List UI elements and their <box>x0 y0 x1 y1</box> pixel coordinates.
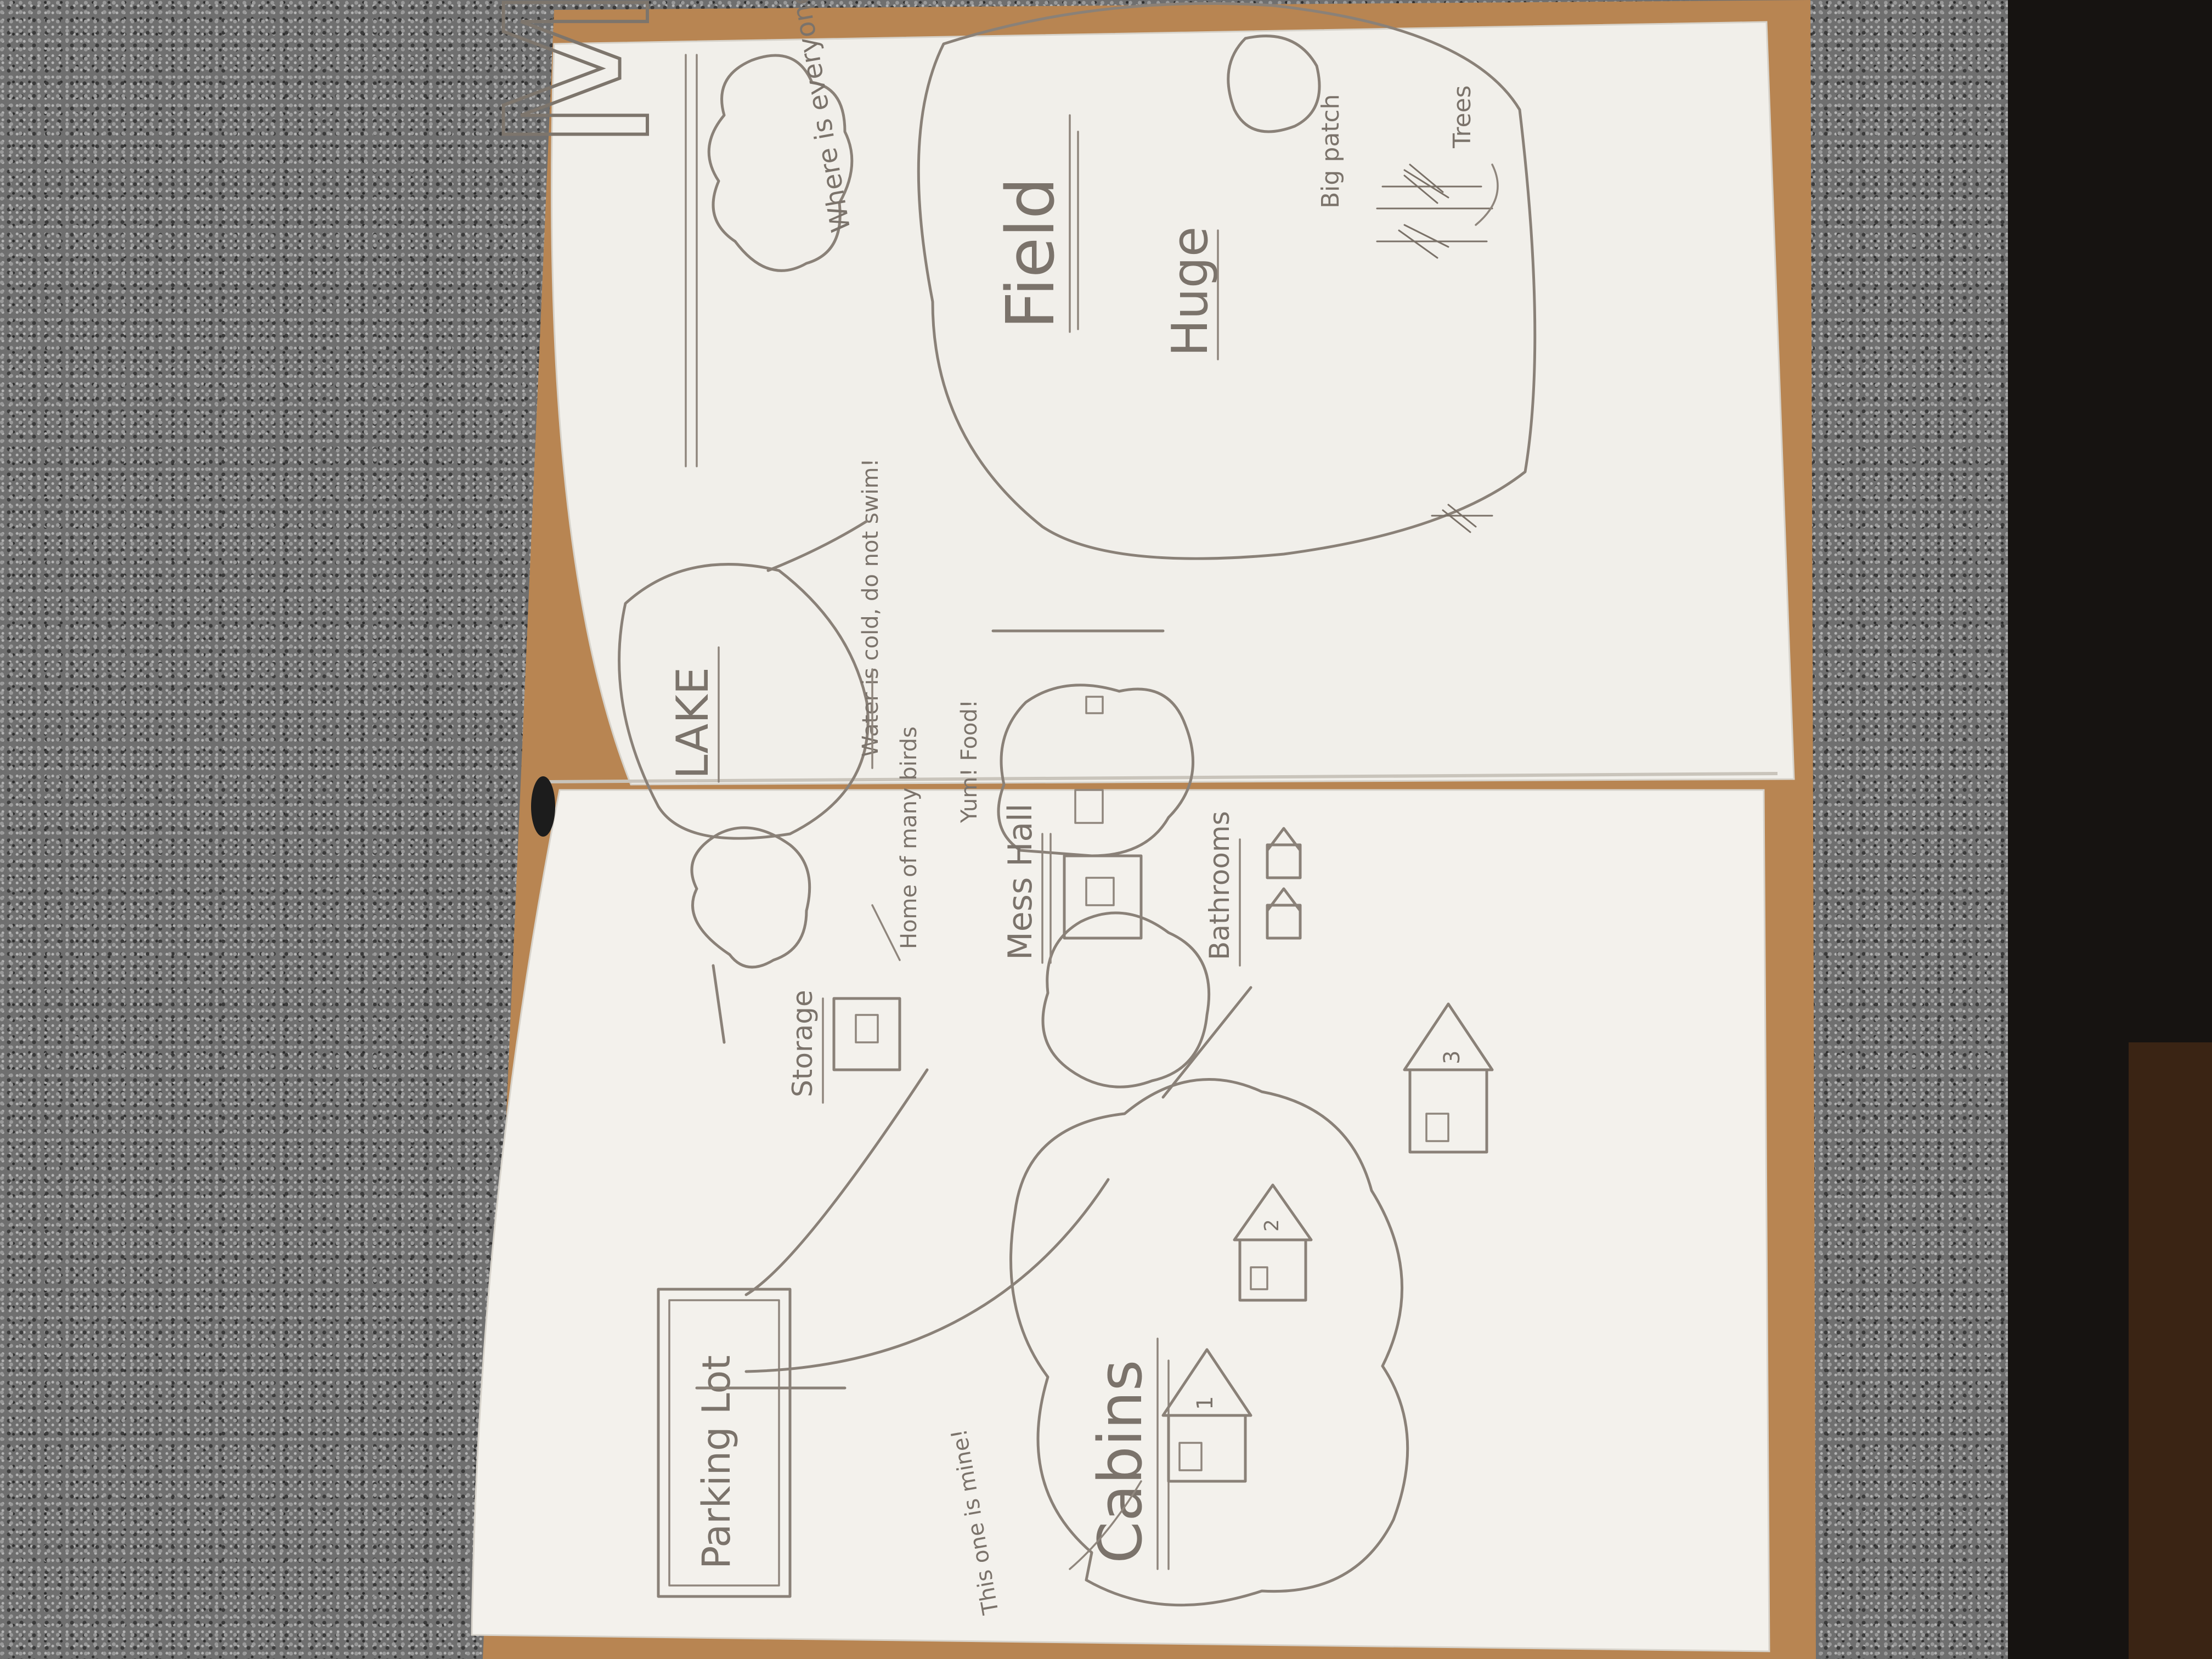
notebook-spine <box>548 772 1778 783</box>
food-building-icon <box>1074 789 1104 824</box>
tree-small <box>1431 504 1493 533</box>
food-area: Yum! Food! <box>957 684 1195 857</box>
food-note: Yum! Food! <box>957 699 982 823</box>
trees-label: Trees <box>1448 85 1476 149</box>
map-title: MAP <box>462 0 698 467</box>
lake-note: Water is cold, do not swim! <box>858 459 883 758</box>
field-label: Field <box>993 177 1069 329</box>
notebook-page-bottom <box>471 789 1770 1652</box>
paths <box>695 964 1252 1390</box>
mess-hall-label: Mess Hall <box>1001 804 1040 961</box>
birds-note: Home of many birds <box>896 726 922 949</box>
svg-text:MAP: MAP <box>464 0 694 154</box>
bathroom-building-icon-2 <box>1266 827 1302 879</box>
birds-area: Home of many birds <box>690 726 922 969</box>
parking-lot-label: Parking Lot <box>694 1355 739 1569</box>
cabin-2-number: 2 <box>1261 1219 1283 1232</box>
storage: Storage <box>787 990 901 1104</box>
cabin-3: 3 <box>1403 1002 1494 1154</box>
lake-area: LAKE Water is cold, do not swim! <box>618 459 1165 840</box>
wood-edge <box>2129 1042 2212 1659</box>
field-sub-label: Huge <box>1161 227 1219 357</box>
notebook-page-top <box>551 21 1795 786</box>
bathrooms: Bathrooms <box>1204 811 1302 967</box>
field-area: Field Huge Big patch Trees <box>917 2 1537 560</box>
cabins-area: Cabins 1 2 3 This one is mine! <box>946 1002 1494 1617</box>
cabin-1: 1 <box>1161 1348 1252 1483</box>
tree-cluster <box>1376 163 1493 259</box>
bathroom-building-icon <box>1266 887 1302 940</box>
cabins-label: Cabins <box>1085 1359 1155 1564</box>
ribbon-bookmark <box>531 776 555 837</box>
mess-hall-building-icon <box>1063 854 1143 940</box>
big-patch-label: Big patch <box>1317 94 1345 208</box>
storage-label: Storage <box>787 990 819 1097</box>
mess-hall: Mess Hall <box>1001 804 1211 1088</box>
cabin-2: 2 <box>1233 1183 1313 1302</box>
parking-lot: Parking Lot <box>657 1288 792 1598</box>
cabin-3-number: 3 <box>1440 1051 1465 1064</box>
bathrooms-label: Bathrooms <box>1204 811 1235 960</box>
mess-hall-window-icon <box>1085 877 1115 906</box>
storage-window-icon <box>855 1014 879 1043</box>
food-small-icon <box>1085 696 1104 714</box>
storage-building-icon <box>832 997 901 1071</box>
cabin-1-number: 1 <box>1193 1396 1218 1410</box>
big-patch-shape <box>1227 35 1321 133</box>
lake-label: LAKE <box>667 667 718 779</box>
